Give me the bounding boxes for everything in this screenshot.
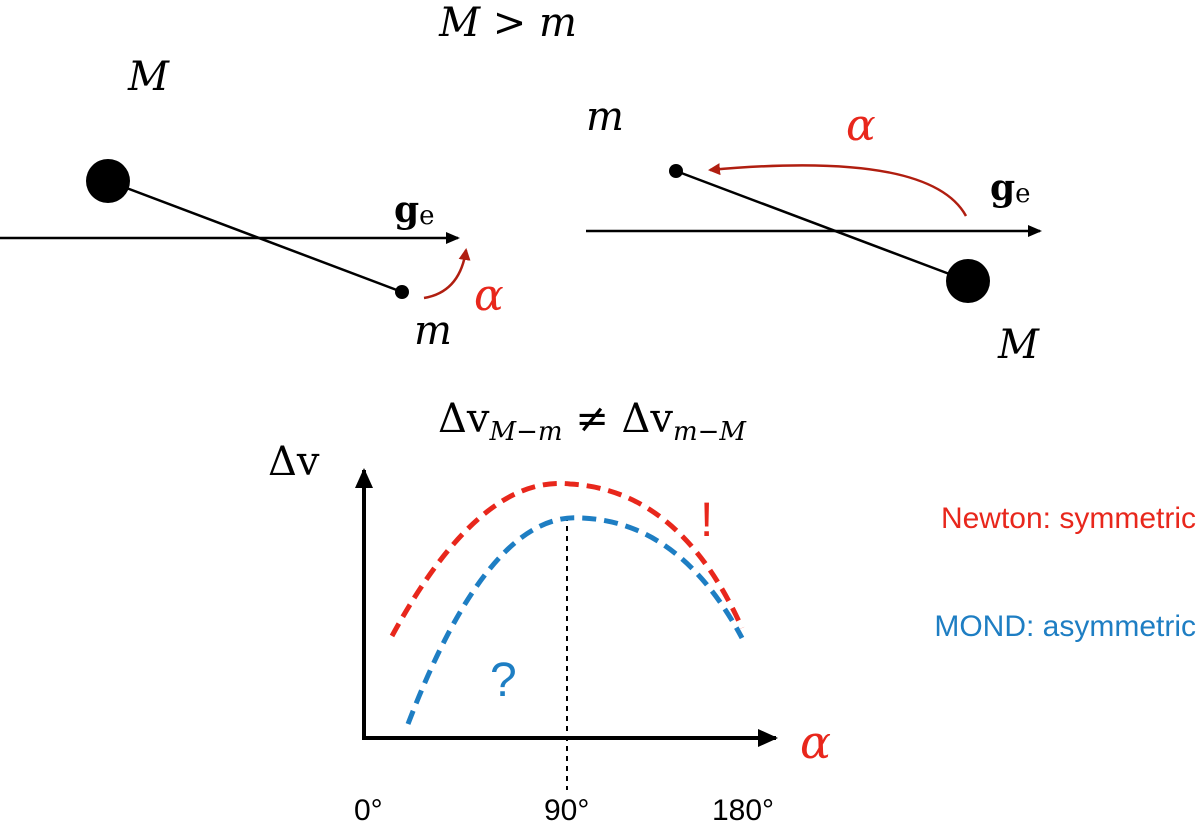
delta-v-plot: Δv α ! ? 0° 90° 180° — [268, 439, 831, 827]
right-field-label: ge — [990, 167, 1031, 209]
newton-curve — [389, 480, 745, 638]
left-small-mass-label: m — [414, 308, 452, 354]
mond-curve — [405, 515, 745, 725]
left-binary-line — [107, 179, 403, 294]
right-angle-arc — [708, 163, 968, 217]
plot-x-label: α — [800, 715, 831, 769]
legend-newton: Newton: symmetric — [941, 502, 1196, 535]
left-angle-arc — [423, 248, 471, 300]
right-small-mass — [669, 164, 683, 178]
left-big-mass-label: M — [127, 54, 170, 100]
mond-question-mark: ? — [490, 654, 517, 707]
right-small-mass-label: m — [586, 94, 624, 140]
right-angle-label: α — [846, 100, 876, 151]
right-big-mass-label: M — [997, 322, 1040, 368]
x-tick-180: 180° — [712, 794, 774, 827]
left-small-mass — [395, 285, 409, 299]
plot-y-label: Δv — [268, 439, 320, 485]
x-tick-90: 90° — [544, 794, 589, 827]
left-big-mass — [86, 159, 130, 203]
left-field-label: ge — [394, 189, 435, 231]
right-panel: m α ge M — [586, 94, 1042, 368]
right-big-mass — [946, 259, 990, 303]
velocity-inequality: ΔvM−m ≠ Δvm−M — [438, 396, 747, 447]
title-inequality: M > m — [438, 0, 577, 46]
right-binary-line — [675, 169, 969, 283]
left-angle-label: α — [474, 270, 504, 321]
legend-mond: MOND: asymmetric — [934, 610, 1196, 643]
newton-exclamation-mark: ! — [700, 494, 713, 547]
x-tick-0: 0° — [354, 794, 383, 827]
left-panel: M ge α m — [0, 54, 504, 354]
